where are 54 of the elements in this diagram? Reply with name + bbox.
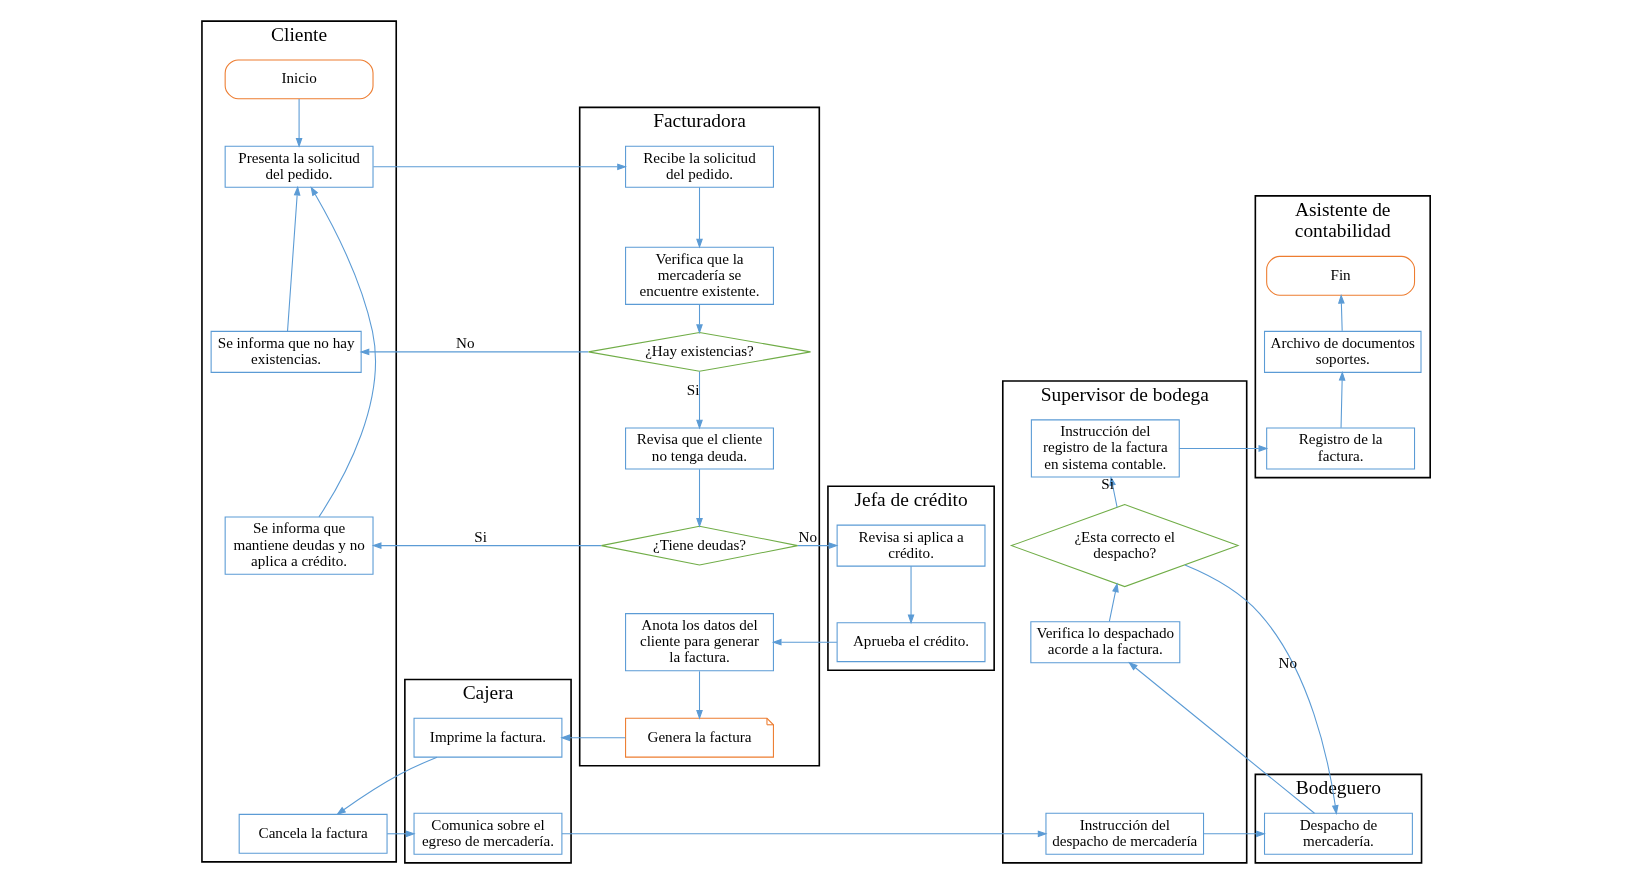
arrow <box>559 734 626 742</box>
arrow <box>295 98 302 148</box>
arrow <box>309 186 376 518</box>
node-box: Presenta la solicitud del pedido. <box>224 145 374 188</box>
arrow <box>1178 445 1268 452</box>
node-box: Imprime la factura. <box>413 717 562 758</box>
arrow <box>286 185 301 332</box>
node-box: Revisa si aplica a crédito. <box>836 524 985 567</box>
node-box: Cancela la factura <box>238 813 388 854</box>
arrow <box>1183 564 1339 815</box>
node-box: Se informa que no hay existencias. <box>210 330 362 373</box>
edge-label: No <box>1278 654 1297 671</box>
arrow <box>372 163 627 171</box>
arrow <box>695 468 703 528</box>
node-diamond: ¿Esta correcto el despacho? <box>1009 504 1240 588</box>
node-box: Comunica sobre el egreso de mercadería. <box>413 812 562 855</box>
node-box: Anota los datos del cliente para generar la factura. <box>624 613 774 672</box>
node-box: Instrucción del registro de la factura en sistema contable. <box>1030 419 1180 478</box>
node-box: Revisa que el cliente no tenga deuda. <box>624 427 774 470</box>
arrow <box>1338 370 1346 429</box>
arrow <box>1127 661 1315 814</box>
arrow <box>1202 830 1266 838</box>
node-box: Fin <box>1265 255 1415 296</box>
node-box: Inicio <box>224 59 374 100</box>
arrow <box>695 670 703 720</box>
node-box: Aprueba el crédito. <box>836 622 985 663</box>
edge-label: Si <box>686 382 699 399</box>
node-box: Registro de la factura. <box>1265 427 1415 470</box>
arrow <box>371 542 602 550</box>
node-diamond: ¿Hay existencias? <box>587 331 811 372</box>
edge-label: No <box>798 528 817 545</box>
node-box: Despacho de mercadería. <box>1263 812 1413 855</box>
node-box: Archivo de documentos soportes. <box>1263 330 1422 373</box>
arrow <box>359 348 589 356</box>
edge-label: No <box>455 334 474 351</box>
arrow <box>907 565 914 625</box>
node-box: Verifica lo despachado acorde a la factura. <box>1029 621 1180 664</box>
arrow <box>386 830 416 838</box>
arrow <box>695 371 703 430</box>
arrow <box>695 303 703 335</box>
node-box: Recibe la solicitud del pedido. <box>624 145 774 188</box>
node-diamond: ¿Tiene deudas? <box>600 525 798 566</box>
arrow <box>1337 293 1345 332</box>
arrow <box>695 186 703 249</box>
node-box: Instrucción del despacho de mercadería <box>1044 812 1204 855</box>
edge-label: Si <box>473 528 487 545</box>
arrow <box>771 638 837 646</box>
arrow <box>796 542 838 550</box>
node-box: Se informa que mantiene deudas y no aplica a crédito. <box>224 516 374 575</box>
arrow <box>560 830 1047 838</box>
arrow <box>335 756 438 816</box>
edge-label: Si <box>1100 475 1114 492</box>
arrow <box>1108 582 1119 622</box>
node-box: Verifica que la mercadería se encuentre existente. <box>624 246 774 305</box>
